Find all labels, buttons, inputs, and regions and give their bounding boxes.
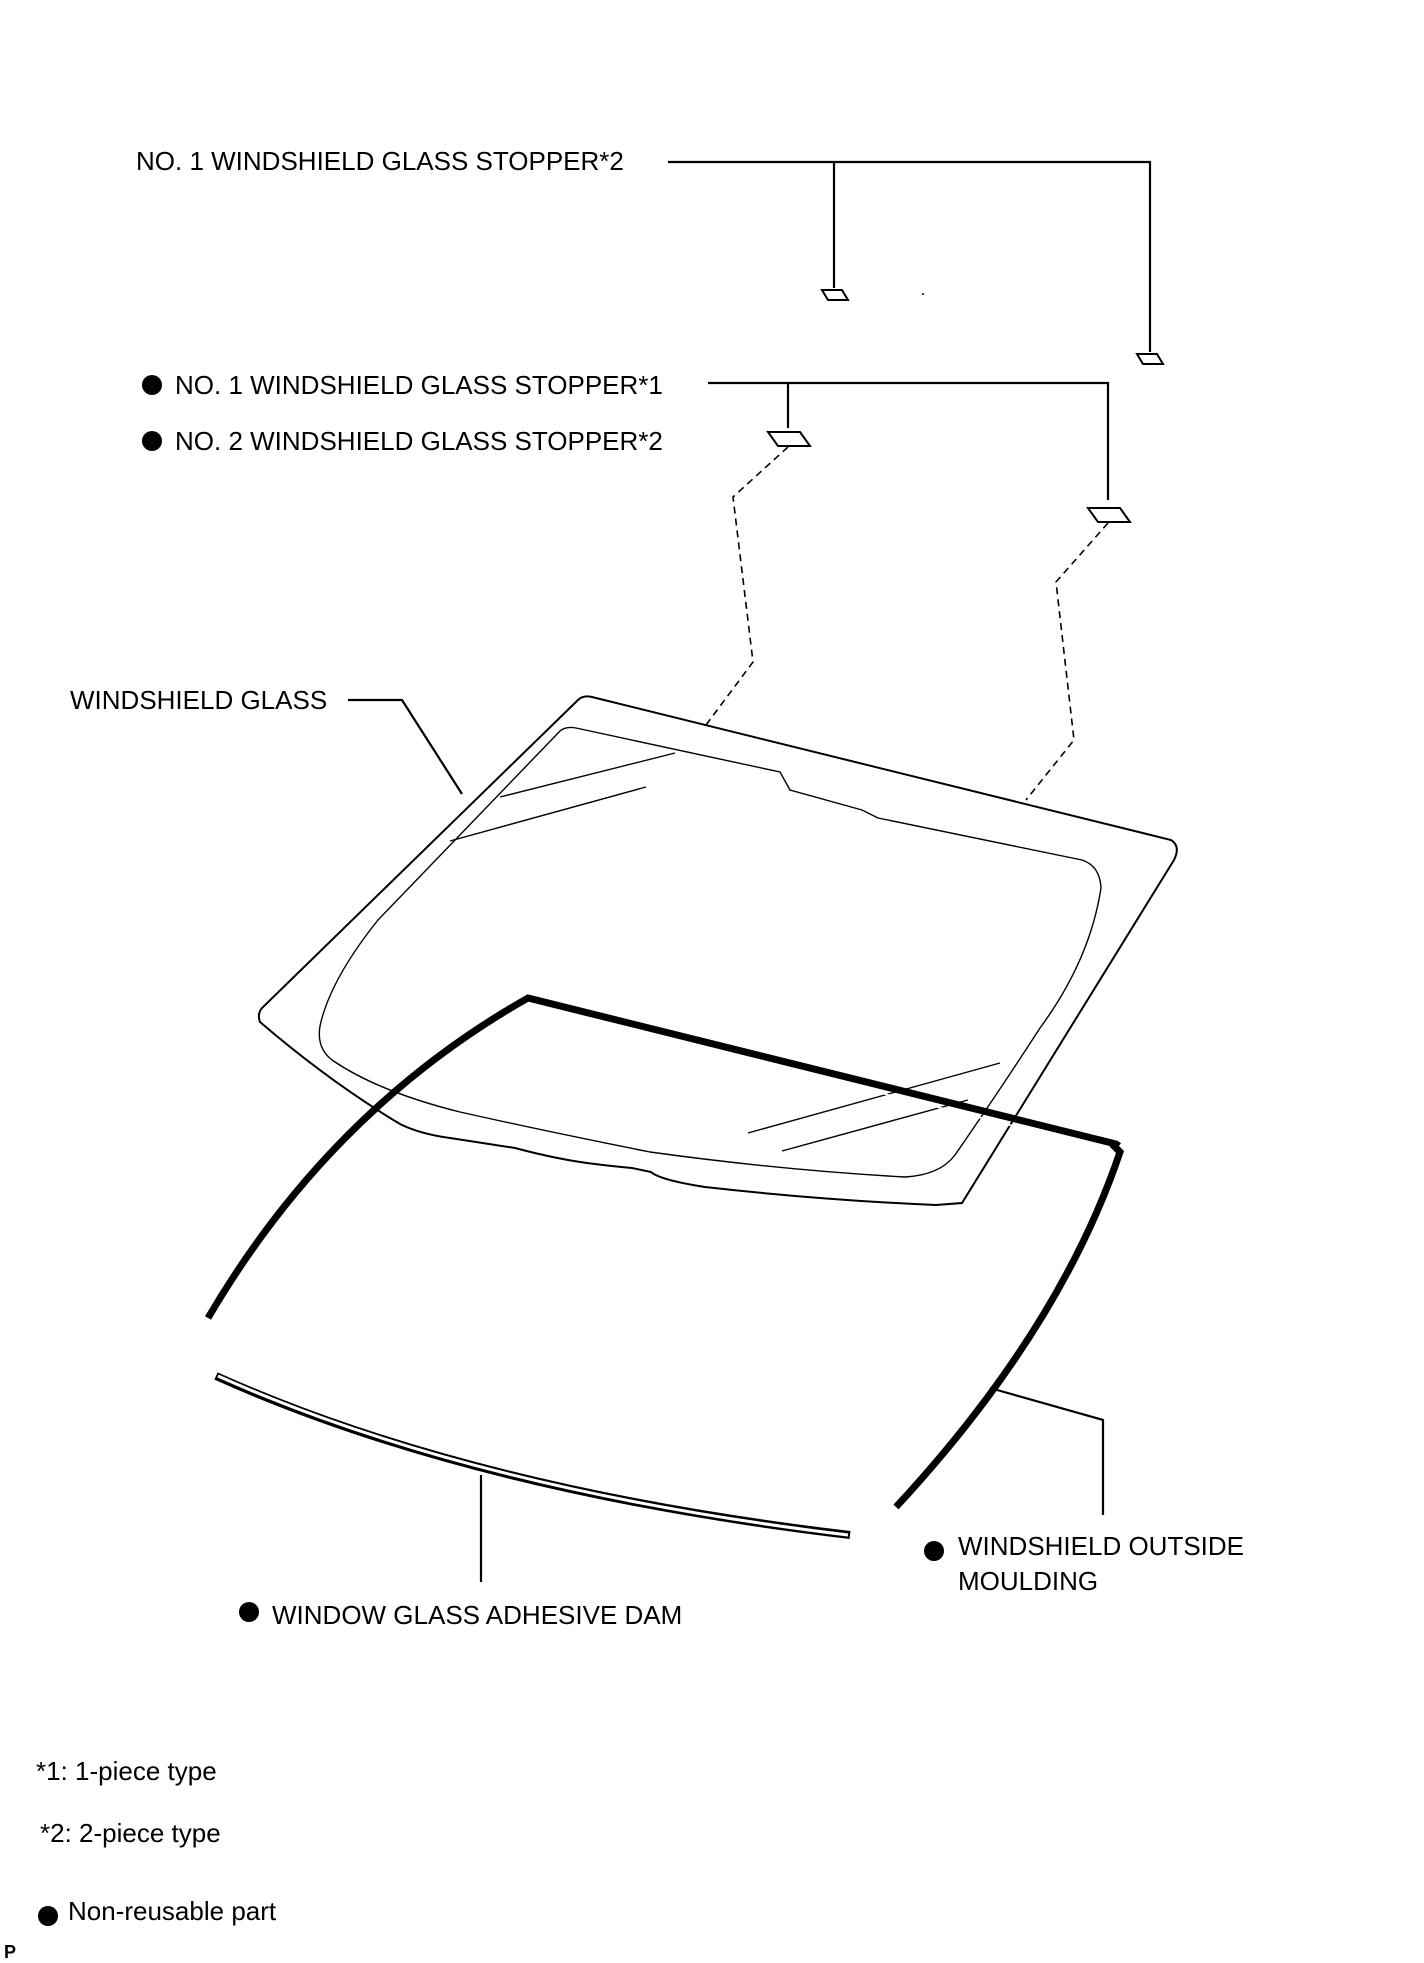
install-guide-right bbox=[1025, 522, 1109, 801]
label-outside-moulding-line2: MOULDING bbox=[958, 1566, 1098, 1596]
glass-reflection-2 bbox=[449, 786, 647, 842]
moulding-right-highlight bbox=[899, 1151, 1111, 1497]
windshield-glass-inner-frame bbox=[318, 726, 1102, 1178]
stopper-top-left bbox=[820, 289, 850, 301]
leader-stopper-middle bbox=[708, 381, 1110, 500]
filled-circle-icon bbox=[38, 1906, 58, 1926]
label-windshield-glass: WINDSHIELD GLASS bbox=[70, 685, 327, 715]
label-adhesive-dam: WINDOW GLASS ADHESIVE DAM bbox=[272, 1600, 682, 1630]
glass-reflection-4 bbox=[781, 1099, 969, 1152]
non-reusable-marker-moulding bbox=[924, 1541, 944, 1561]
label-no2-stopper-2piece: NO. 2 WINDSHIELD GLASS STOPPER*2 bbox=[175, 426, 663, 456]
windshield-glass-outline bbox=[257, 695, 1178, 1207]
leader-windshield-glass bbox=[348, 698, 463, 795]
stray-mark bbox=[922, 293, 924, 295]
moulding-top-highlight bbox=[530, 1005, 1111, 1151]
adhesive-dam-strip-inner bbox=[217, 1374, 849, 1537]
label-outside-moulding-line1: WINDSHIELD OUTSIDE bbox=[958, 1531, 1244, 1561]
moulding-right-side bbox=[893, 1141, 1125, 1510]
leader-outside-moulding bbox=[989, 1386, 1105, 1515]
label-no1-stopper-1piece: NO. 1 WINDSHIELD GLASS STOPPER*1 bbox=[175, 370, 663, 400]
non-reusable-marker-no2-stopper bbox=[142, 431, 162, 451]
leader-no1-stopper-2piece bbox=[668, 160, 1152, 352]
adhesive-dam-strip bbox=[214, 1372, 851, 1539]
stopper-middle-left bbox=[766, 431, 812, 447]
label-no1-stopper-2piece: NO. 1 WINDSHIELD GLASS STOPPER*2 bbox=[136, 146, 624, 176]
note-one-piece-type: *1: 1-piece type bbox=[36, 1756, 217, 1786]
non-reusable-marker-adhesive-dam bbox=[239, 1602, 259, 1622]
note-non-reusable-part: Non-reusable part bbox=[68, 1896, 277, 1926]
stopper-top-right bbox=[1135, 353, 1165, 365]
stopper-middle-right bbox=[1086, 507, 1132, 523]
moulding-top-and-left bbox=[204, 994, 1121, 1320]
glass-reflection-1 bbox=[499, 752, 676, 798]
corner-mark: P bbox=[4, 1942, 16, 1962]
note-two-piece-type: *2: 2-piece type bbox=[40, 1818, 221, 1848]
non-reusable-marker-no1-stopper bbox=[142, 375, 162, 395]
glass-reflection-3 bbox=[747, 1062, 1001, 1134]
install-guide-left bbox=[705, 446, 789, 726]
